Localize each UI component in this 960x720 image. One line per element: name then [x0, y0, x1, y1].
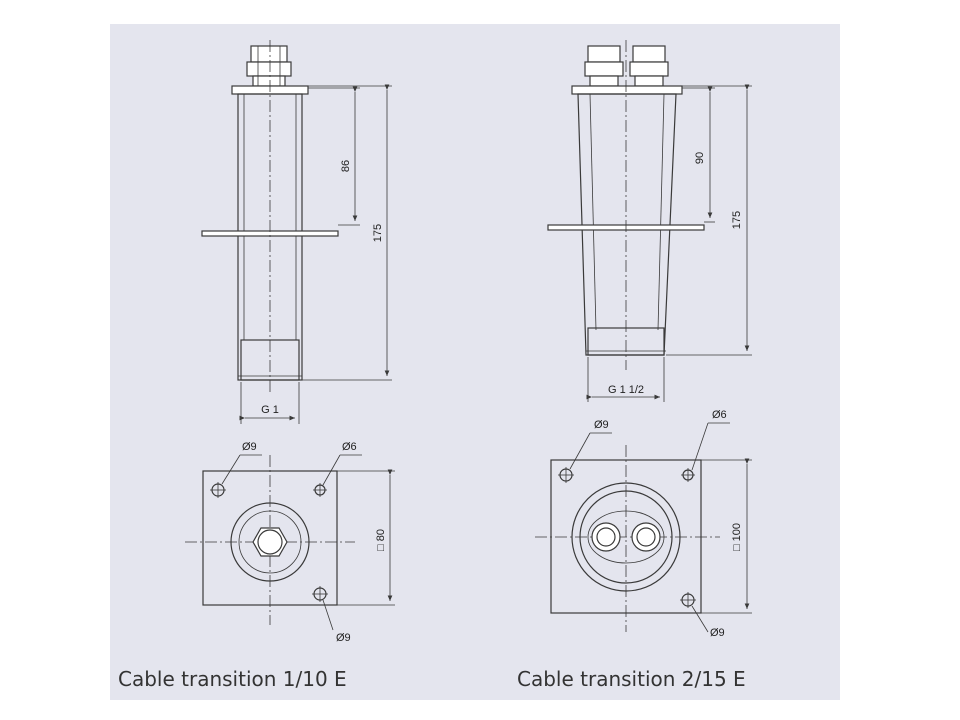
right-hole-small-label: Ø6	[712, 409, 727, 421]
right-caption: Cable transition 2/15 E	[517, 667, 746, 691]
right-thread-label: G 1 1/2	[608, 384, 644, 396]
left-dim-upper: 86	[340, 160, 352, 172]
left-hole-large-label: Ø9	[242, 441, 257, 453]
right-elevation-view	[547, 40, 752, 402]
right-hole-large-label: Ø9	[594, 419, 609, 431]
drawing-panel	[110, 24, 840, 700]
left-hole-large-2-label: Ø9	[336, 632, 351, 644]
right-dim-total: 175	[731, 211, 743, 229]
right-dim-upper: 90	[694, 152, 706, 164]
right-plan-view	[535, 422, 752, 633]
right-flange-label: □ 100	[731, 523, 743, 551]
left-elevation-view	[201, 40, 392, 424]
left-dim-total: 175	[372, 224, 384, 242]
left-hole-small-label: Ø6	[342, 441, 357, 453]
left-flange-label: □ 80	[375, 529, 387, 551]
left-plan-view	[185, 454, 395, 631]
left-caption: Cable transition 1/10 E	[118, 667, 347, 691]
right-hole-large-2-label: Ø9	[710, 627, 725, 639]
left-thread-label: G 1	[261, 404, 279, 416]
